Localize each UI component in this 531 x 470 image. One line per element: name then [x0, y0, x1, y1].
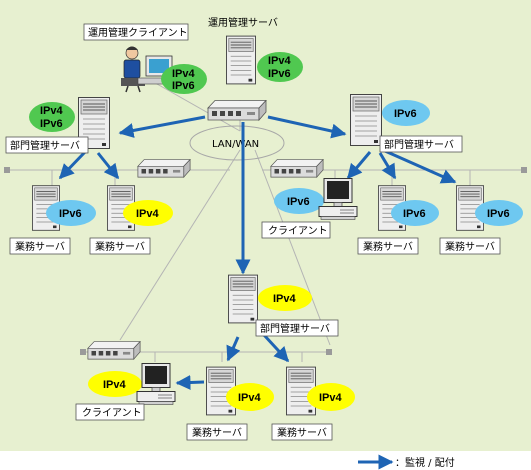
admin-server-label: 運用管理サーバ [208, 16, 278, 29]
business-server-right-2: IPv6 業務サーバ [439, 185, 523, 255]
ipv6-badge [382, 100, 430, 126]
admin-client-node: 運用管理クライアント IPv4 IPv6 [83, 23, 207, 94]
server-tower-icon [228, 274, 258, 324]
business-server-label: 業務サーバ [192, 426, 242, 439]
client-right-node: IPv6 クライアント [261, 178, 358, 239]
client-bottom-node: IPv4 クライアント [75, 363, 176, 421]
ipv4-badge [258, 285, 312, 311]
ipv4-badge [88, 371, 142, 397]
svg-text:IPv4: IPv4 [319, 392, 343, 404]
dept-server-left-node: IPv4 IPv6 部門管理サーバ [5, 97, 110, 154]
desktop-pc-icon [318, 178, 358, 220]
left-switch-icon [137, 159, 191, 178]
svg-text:IPv6: IPv6 [268, 68, 291, 80]
admin-server-node: 運用管理サーバ IPv4 IPv6 [208, 16, 303, 85]
monitor-arrows [58, 115, 457, 390]
ipv6-badge [475, 200, 523, 226]
svg-text:IPv6: IPv6 [394, 108, 417, 120]
ipv4-ipv6-badge [29, 102, 75, 132]
svg-text:IPv6: IPv6 [172, 80, 195, 92]
server-tower-icon [350, 94, 382, 146]
business-server-right-1: IPv6 業務サーバ [357, 185, 439, 255]
business-server-label: 業務サーバ [95, 240, 145, 253]
svg-text:IPv4: IPv4 [273, 293, 297, 305]
business-server-bottom-1: IPv4 業務サーバ [186, 366, 274, 441]
business-server-label: 業務サーバ [277, 426, 327, 439]
dept-server-bottom-node: IPv4 部門管理サーバ [228, 274, 339, 337]
svg-text:IPv4: IPv4 [103, 379, 127, 391]
svg-text:IPv4: IPv4 [238, 392, 262, 404]
svg-text:IPv6: IPv6 [487, 208, 510, 220]
dept-server-right-label: 部門管理サーバ [384, 138, 454, 151]
business-server-left-2: IPv4 業務サーバ [89, 185, 173, 255]
svg-text:IPv6: IPv6 [403, 208, 426, 220]
right-switch-icon [270, 159, 324, 178]
ipv4-badge [226, 383, 274, 411]
bottom-switch-icon [87, 341, 141, 360]
ipv4-badge [123, 200, 173, 226]
ipv6-badge [274, 188, 324, 214]
ipv6-badge [391, 200, 439, 226]
svg-text:IPv4: IPv4 [172, 68, 196, 80]
business-server-bottom-2: IPv4 業務サーバ [271, 366, 355, 441]
legend-text: ：監視 / 配付 [395, 456, 455, 469]
lan-wan-label: LAN/WAN [212, 139, 259, 150]
business-server-label: 業務サーバ [363, 240, 413, 253]
ipv4-ipv6-badge [161, 64, 207, 94]
business-server-left-1: IPv6 業務サーバ [9, 185, 96, 255]
svg-text:IPv4: IPv4 [268, 55, 292, 67]
svg-text:IPv6: IPv6 [59, 208, 82, 220]
desktop-pc-icon [136, 363, 176, 405]
core-switch-icon [207, 100, 267, 121]
ipv4-badge [307, 383, 355, 411]
legend: ：監視 / 配付 [358, 454, 455, 470]
svg-text:IPv4: IPv4 [136, 208, 160, 220]
line-end-markers [4, 167, 527, 355]
ipv6-badge [46, 200, 96, 226]
dept-server-left-label: 部門管理サーバ [10, 139, 80, 152]
business-server-label: 業務サーバ [445, 240, 495, 253]
ipv4-ipv6-badge [257, 52, 303, 82]
network-cloud-icon: LAN/WAN [189, 125, 285, 161]
admin-client-label: 運用管理クライアント [88, 26, 188, 39]
client-label: クライアント [268, 225, 328, 237]
svg-text:IPv6: IPv6 [287, 196, 310, 208]
dept-server-right-node: IPv6 部門管理サーバ [350, 94, 463, 153]
client-label: クライアント [82, 407, 142, 419]
label-box [83, 23, 189, 41]
dept-server-bottom-label: 部門管理サーバ [260, 322, 330, 335]
svg-text:IPv4: IPv4 [40, 105, 64, 117]
business-server-label: 業務サーバ [15, 240, 65, 253]
svg-text:IPv6: IPv6 [40, 118, 63, 130]
server-tower-icon [226, 35, 256, 85]
